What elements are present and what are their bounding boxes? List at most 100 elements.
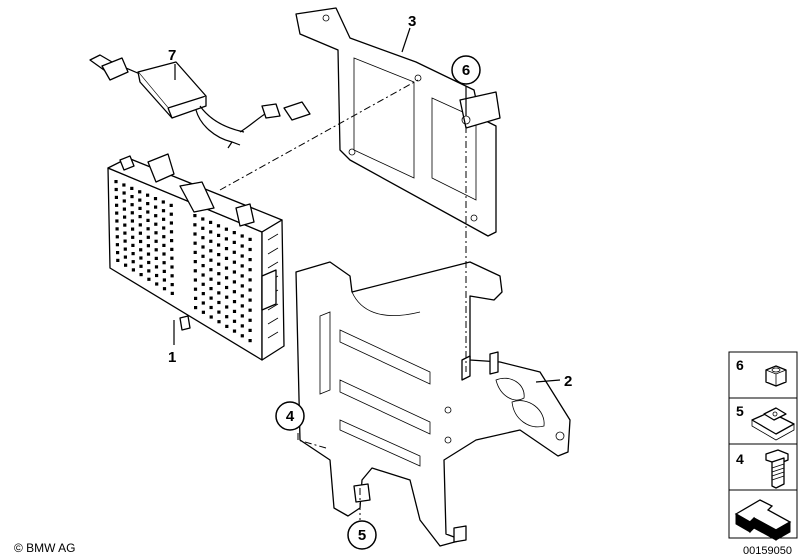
callout-1[interactable]: 1 [168, 349, 176, 366]
callout-2-label: 2 [564, 373, 572, 390]
vent-hole [115, 219, 119, 223]
vent-hole [162, 226, 166, 230]
vent-hole [138, 231, 142, 235]
vent-hole [138, 223, 142, 227]
callout-7[interactable]: 7 [168, 47, 176, 64]
vent-hole [131, 268, 135, 272]
legend-item-arrow [728, 489, 798, 541]
vent-hole [146, 193, 150, 197]
leader-lines [173, 27, 561, 383]
vent-hole [115, 235, 119, 239]
vent-hole [232, 240, 236, 244]
vent-hole [155, 282, 159, 286]
vent-hole [146, 202, 150, 206]
vent-hole [146, 235, 150, 239]
vent-hole [123, 239, 127, 243]
legend-item-5[interactable]: 5 [728, 397, 798, 445]
vent-hole [232, 270, 236, 274]
vent-hole [139, 273, 143, 277]
vent-hole [201, 236, 205, 240]
vent-hole [217, 243, 221, 247]
callout-3[interactable]: 3 [408, 13, 416, 30]
vent-hole [240, 304, 244, 308]
vent-hole [209, 287, 213, 291]
vent-hole [170, 247, 174, 251]
vent-hole [194, 306, 198, 310]
legend-item-5-label: 5 [736, 403, 744, 419]
clip-nut-icon [751, 407, 795, 441]
vent-hole [123, 215, 127, 219]
vent-hole [115, 211, 119, 215]
copyright-text: © BMW AG [14, 541, 76, 555]
vent-hole [193, 250, 197, 254]
vent-hole [123, 247, 127, 251]
callout-4-circle [275, 401, 305, 431]
vent-hole [225, 276, 229, 280]
vent-hole [193, 232, 197, 236]
part-7-wiring-harness[interactable] [89, 54, 311, 149]
part-1-control-unit[interactable] [107, 153, 285, 361]
vent-hole [123, 231, 127, 235]
vent-hole [146, 218, 150, 222]
vent-hole [122, 191, 126, 195]
nut-icon [765, 365, 787, 387]
vent-hole [248, 298, 252, 302]
callout-5-circle [347, 520, 377, 550]
callout-2[interactable]: 2 [564, 373, 572, 390]
vent-hole [248, 308, 252, 312]
assembly-lines [219, 79, 467, 520]
vent-hole [201, 264, 205, 268]
vent-hole [153, 197, 158, 201]
vent-hole [115, 243, 119, 247]
vent-hole [248, 258, 252, 262]
vent-hole [201, 292, 205, 296]
vent-hole [139, 256, 143, 260]
vent-hole [240, 234, 244, 238]
vent-hole [162, 243, 166, 247]
vent-hole [139, 239, 143, 244]
vent-hole [248, 278, 252, 282]
vent-hole [201, 301, 205, 305]
callout-4[interactable]: 4 [275, 401, 305, 431]
vent-hole [114, 195, 118, 199]
callout-6[interactable]: 6 [451, 55, 481, 85]
vent-hole [193, 269, 197, 273]
vent-hole [154, 239, 158, 243]
vent-hole [162, 269, 166, 273]
vent-hole [138, 190, 142, 194]
callout-4-label: 4 [286, 408, 295, 425]
vent-hole [240, 274, 244, 278]
vent-hole [248, 237, 252, 241]
callout-5[interactable]: 5 [347, 520, 377, 550]
callout-6-circle [451, 55, 481, 85]
vent-hole [217, 310, 221, 314]
vent-hole [217, 233, 221, 237]
vent-hole [114, 187, 118, 192]
vent-hole [201, 282, 205, 286]
vent-hole [248, 339, 252, 343]
legend-item-6[interactable]: 6 [728, 351, 798, 399]
vent-hole [115, 227, 119, 231]
vent-hole [161, 200, 165, 204]
vent-hole [193, 287, 198, 291]
part-3-upper-bracket[interactable] [295, 7, 501, 237]
part-2-lower-bracket[interactable] [295, 261, 571, 547]
vent-hole [170, 274, 174, 278]
vent-hole [147, 277, 151, 281]
vent-hole [193, 223, 197, 227]
vent-hole [170, 283, 174, 287]
vent-hole [217, 291, 221, 295]
vent-hole [209, 277, 213, 281]
vent-hole [170, 291, 174, 295]
callout-3-label: 3 [408, 13, 416, 30]
vent-hole [138, 198, 142, 202]
vent-hole [209, 220, 213, 224]
vent-hole [240, 284, 244, 288]
vent-hole [193, 278, 197, 282]
vent-hole [248, 247, 252, 252]
legend-item-4[interactable]: 4 [728, 443, 798, 491]
vent-hole [162, 261, 166, 265]
vent-hole [248, 328, 252, 332]
vent-hole [232, 280, 236, 284]
